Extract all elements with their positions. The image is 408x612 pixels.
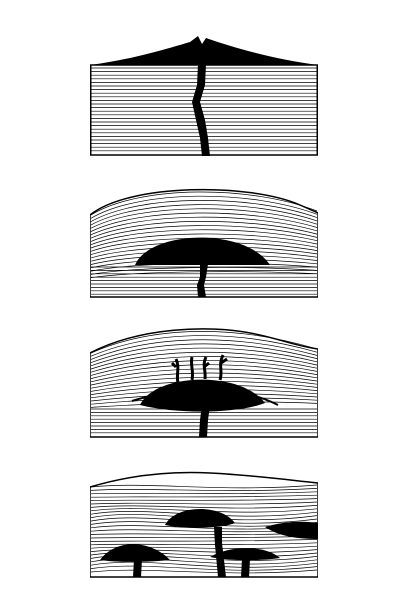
apophysis-2	[191, 357, 192, 380]
stratum-line	[91, 492, 317, 494]
panel-multiple-sills-svg	[90, 465, 318, 580]
panel-laccolith	[90, 185, 318, 300]
sill-right	[265, 522, 318, 539]
apophysis-1	[172, 359, 178, 383]
stratum-line	[91, 205, 317, 225]
volcanic-cone	[90, 36, 318, 65]
stratum-line	[91, 566, 317, 570]
panel-laccolith-apophyses	[90, 325, 318, 440]
dike-left	[133, 559, 142, 577]
stratum-line	[91, 200, 317, 221]
stratum-line	[91, 502, 317, 504]
panel-volcano-svg	[90, 30, 318, 160]
stratum-line	[91, 505, 317, 508]
panel-laccolith-apophyses-svg	[90, 325, 318, 440]
panel-multiple-sills	[90, 465, 318, 580]
feeder-dike	[192, 64, 210, 156]
stratum-line	[91, 485, 317, 488]
stratum-line	[91, 499, 317, 501]
stratum-line	[91, 539, 317, 541]
dike-right	[241, 559, 250, 577]
panel-laccolith-svg	[90, 185, 318, 300]
stratum-line	[91, 331, 317, 353]
apophysis-4	[220, 355, 227, 380]
stratum-line	[91, 570, 317, 573]
laccolith-body	[135, 238, 270, 265]
stratum-line	[91, 536, 317, 538]
stratum-line	[91, 543, 317, 545]
stratum-line	[91, 495, 317, 497]
stratum-line	[91, 488, 317, 490]
panel-volcano	[90, 30, 318, 160]
stratum-line	[91, 192, 317, 215]
